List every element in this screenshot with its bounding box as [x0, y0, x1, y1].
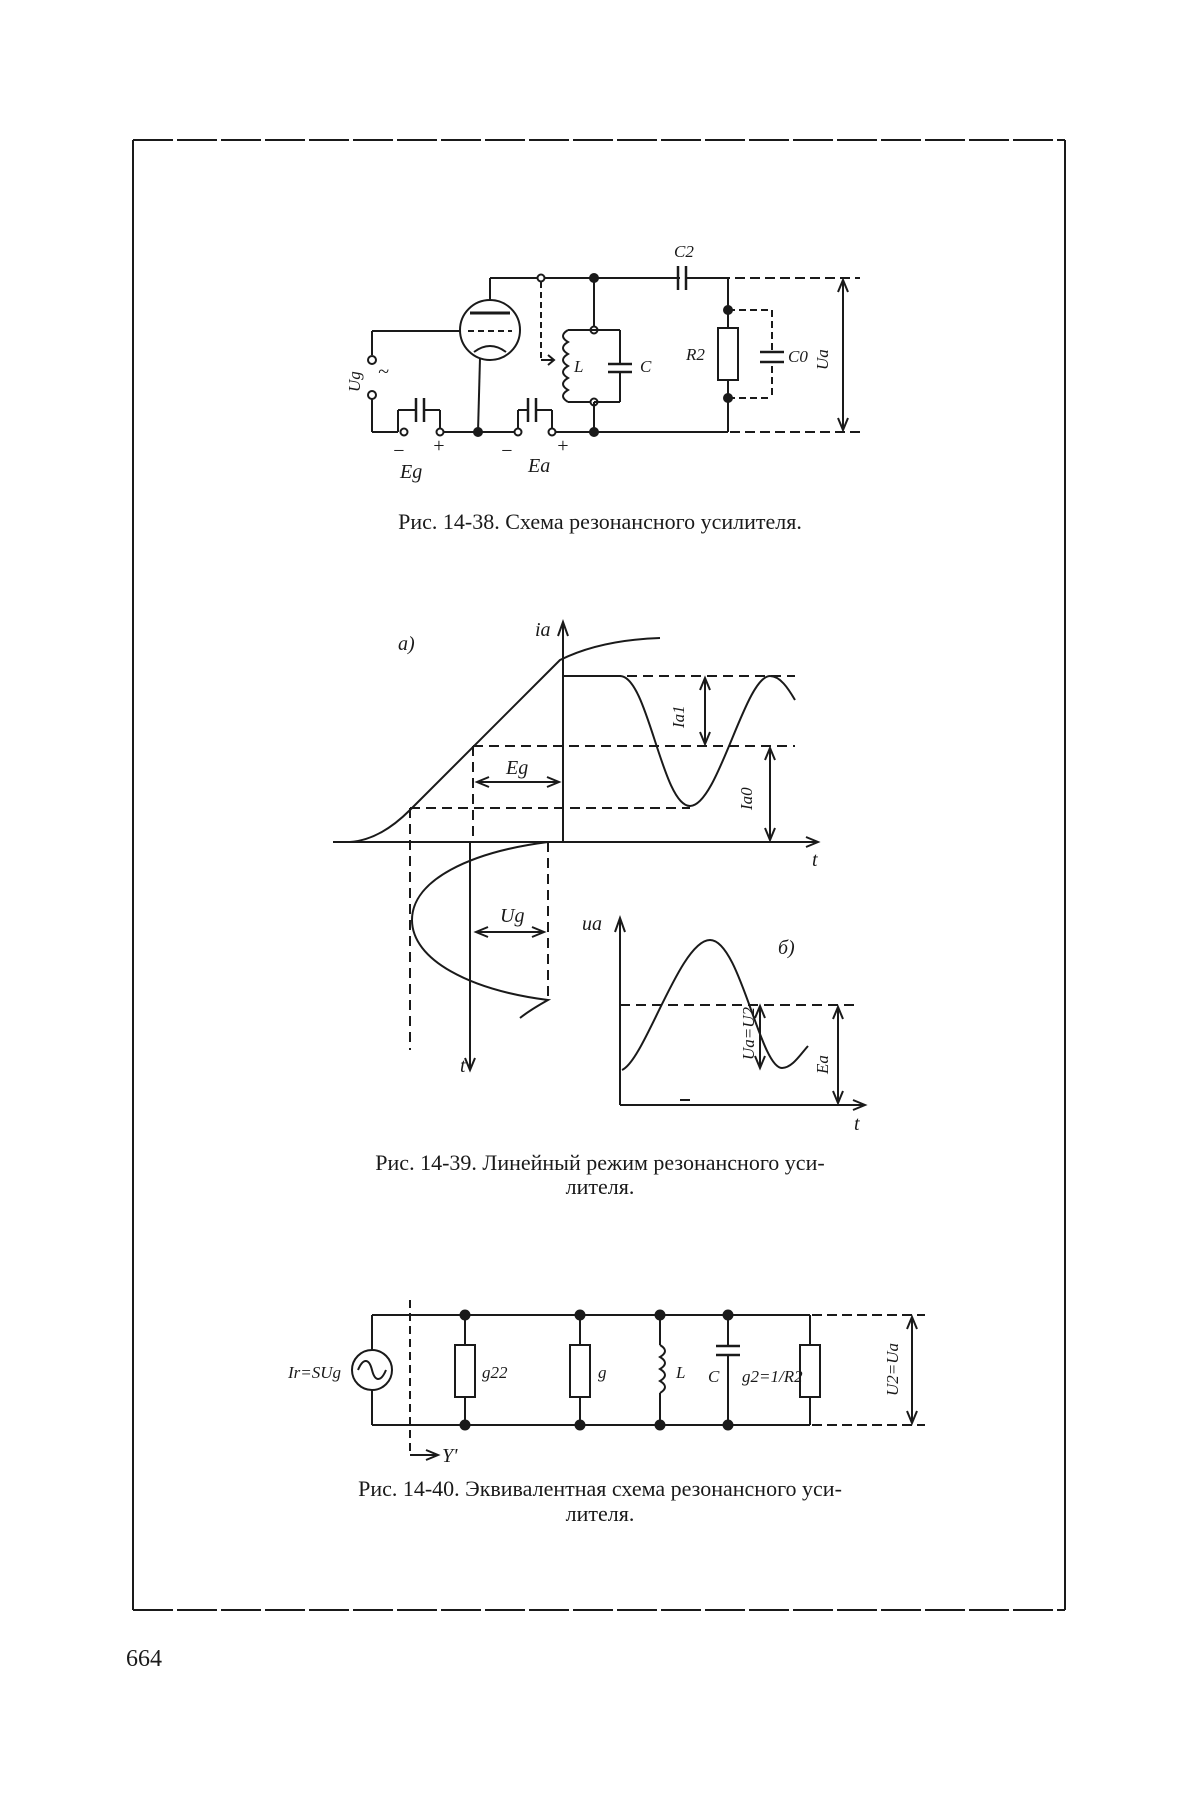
resistor-r2	[717, 327, 739, 381]
label-g: g	[598, 1363, 607, 1382]
label-part-b: б)	[778, 937, 795, 959]
label-part-a: a)	[398, 633, 415, 655]
label-y: Y'	[442, 1445, 458, 1467]
fig40-circuit	[351, 1300, 925, 1461]
fig39-graph-b	[614, 915, 868, 1111]
conductance-g22	[454, 1344, 476, 1398]
label-ea-minus: −	[500, 440, 514, 462]
label-c2: C2	[674, 242, 694, 261]
fig38-circuit	[367, 266, 860, 437]
conductance-g2	[799, 1344, 821, 1398]
label-c: C	[640, 357, 652, 376]
label-ua: Ua	[813, 349, 832, 370]
label-ia0: Ia0	[737, 787, 756, 811]
label-ia1: Ia1	[669, 705, 688, 729]
label-u2: U2=Ua	[883, 1343, 902, 1396]
label-g2: g2=1/R2	[742, 1367, 803, 1386]
inductor-l-eq	[658, 1344, 666, 1394]
label-r2: R2	[685, 345, 705, 364]
label-ea: Ea	[527, 455, 550, 477]
label-ug-a: Ug	[500, 905, 524, 927]
fig40-caption-line1: Рис. 14-40. Эквивалентная схема резонанс…	[358, 1476, 842, 1501]
label-eg-plus: +	[432, 435, 446, 457]
label-g22: g22	[482, 1363, 508, 1382]
label-tilde: ~	[378, 361, 389, 383]
label-c0: C0	[788, 347, 808, 366]
label-eg: Eg	[399, 461, 422, 483]
fig39-caption-line1: Рис. 14-39. Линейный режим резонансного …	[375, 1150, 824, 1175]
label-ua-eq-u2: Ua=U2	[739, 1006, 758, 1060]
ug-sinusoid	[410, 841, 552, 1019]
page-frame	[132, 139, 1066, 1611]
label-ea-plus: +	[556, 435, 570, 457]
ia-characteristic-curve	[349, 637, 661, 843]
page-number: 664	[126, 1646, 162, 1672]
label-ia: ia	[535, 619, 551, 641]
label-ua-b: ua	[582, 913, 602, 935]
label-t-b: t	[854, 1113, 860, 1135]
current-source	[351, 1349, 393, 1391]
fig39-caption-line2: лителя.	[566, 1174, 635, 1199]
label-ea-b: Ea	[813, 1055, 832, 1075]
ua-sinusoid	[621, 938, 809, 1071]
label-c-eq: C	[708, 1367, 720, 1386]
conductance-g	[569, 1344, 591, 1398]
fig40-caption-line2: лителя.	[566, 1501, 635, 1526]
label-t-down: t	[460, 1055, 466, 1077]
label-l-eq: L	[675, 1363, 685, 1382]
label-ug: Ug	[345, 371, 364, 392]
label-t: t	[812, 849, 818, 871]
fig39-graph-a	[333, 619, 821, 1073]
label-l: L	[573, 357, 583, 376]
fig38-caption: Рис. 14-38. Схема резонансного усилителя…	[398, 509, 802, 534]
label-eg-minus: −	[392, 440, 406, 462]
label-source: Ir=SUg	[287, 1363, 341, 1382]
ia-sinusoid	[562, 674, 796, 808]
inductor-l	[562, 329, 570, 403]
label-eg-a: Eg	[505, 757, 528, 779]
